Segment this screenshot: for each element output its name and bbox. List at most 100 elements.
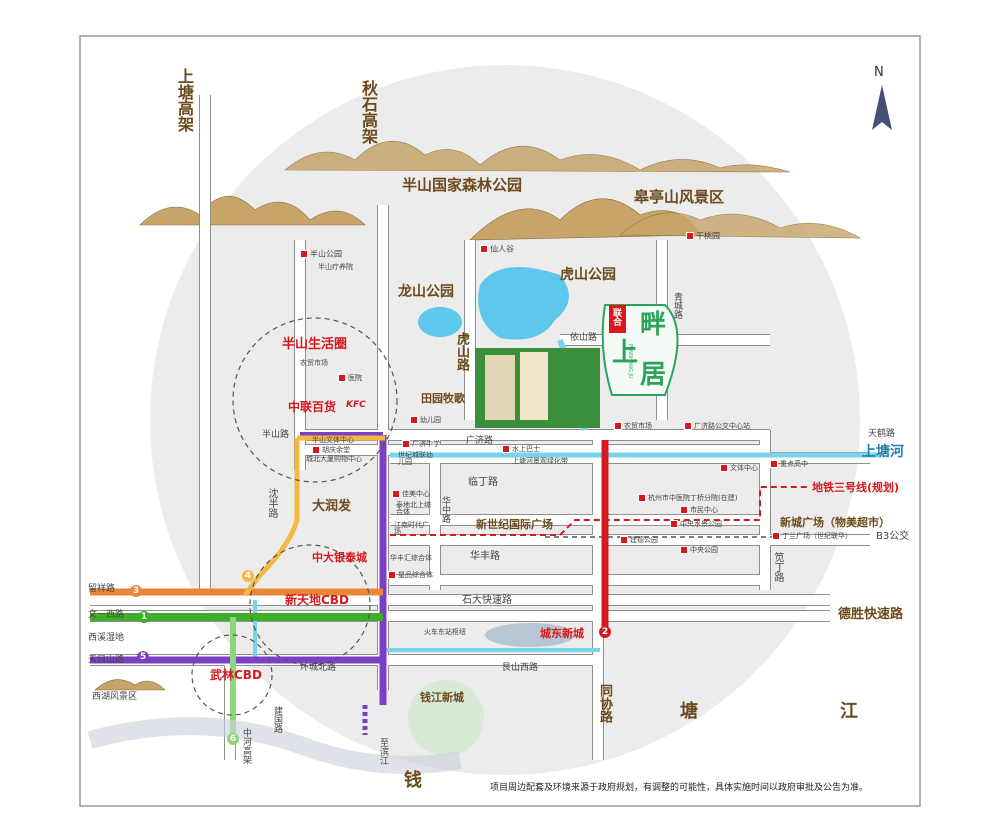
road-label-shangtang: 上塘高架 xyxy=(175,68,194,132)
banshan-life-circle xyxy=(232,317,398,483)
park-hushan: 虎山公园 xyxy=(560,267,616,283)
road-label-qiushi: 秋石高架 xyxy=(359,80,378,144)
poi-xianrengu: 仙人谷 xyxy=(480,245,514,254)
road-label-liuxiang: 留祥路 xyxy=(88,584,116,594)
poi-wenti: 半山文体中心 xyxy=(312,436,354,444)
river-qian: 钱 xyxy=(404,770,422,791)
area-huochezhan: 火车东站枢纽 xyxy=(424,628,466,636)
brand-name-2: 上 xyxy=(612,338,639,368)
poi-chenghua: 城北大厦购物中心 xyxy=(306,455,362,463)
metro-badge-1: 1 xyxy=(138,611,150,623)
poi-hutao: 胡庆余堂 xyxy=(312,446,350,454)
river-shangtang: 上塘河 xyxy=(862,444,904,460)
road-label-genshan: 艮山西路 xyxy=(502,663,539,673)
poi-jiankang: 建德公园 xyxy=(620,536,658,544)
road-label-huancheng: 环城北路 xyxy=(300,663,337,673)
brand-tag: 联合 xyxy=(611,308,621,326)
area-chengdong: 城东新城 xyxy=(540,627,584,640)
river-jiang: 江 xyxy=(840,701,858,722)
poi-hospital: 医院 xyxy=(338,374,362,382)
poi-xingpin: 星品综合体 xyxy=(388,571,433,579)
road-label-xixi: 西溪湿地 xyxy=(88,633,125,643)
road-label-tongxie: 同协路 xyxy=(597,684,612,723)
poi-shimin2: 市民中心 xyxy=(680,506,718,514)
tiger-lake xyxy=(478,267,569,340)
road-label-b3: B3公交 xyxy=(876,531,910,542)
road-label-desheng: 德胜快速路 xyxy=(838,607,904,622)
area-banshan-life: 半山生活圈 xyxy=(282,337,348,352)
metro-badge-4: 4 xyxy=(242,570,254,582)
poi-youer: 幼儿园 xyxy=(410,416,441,424)
poi-banshan-park: 半山公园 xyxy=(300,250,342,259)
poi-zhongyang2: 中央公园 xyxy=(680,546,718,554)
poi-huafeng-zh: 华丰汇综合体 xyxy=(390,554,432,562)
road-label-lindin: 临丁路 xyxy=(468,477,498,488)
park-xihu: 西湖风景区 xyxy=(92,692,138,702)
qianjiang-circle xyxy=(408,680,484,756)
poi-zhongdian: 重点高中 xyxy=(770,460,808,468)
road-label-zhonghe: 中河高架 xyxy=(241,728,251,764)
metro-line-4 xyxy=(243,438,300,597)
brand-en: PANSHANG JU xyxy=(627,344,633,379)
poi-zhongyang: 中央水景公园 xyxy=(670,520,722,528)
area-metro3: 地铁三号线(规划) xyxy=(812,481,900,494)
road-label-guangji: 广济路 xyxy=(466,436,494,446)
road-label-hushan: 虎山路 xyxy=(454,332,469,371)
area-zhonglian: 中联百货 xyxy=(288,400,337,414)
dragon-lake xyxy=(418,307,462,337)
park-tianyuan: 田园牧歌 xyxy=(421,392,465,405)
poi-wenti2: 文体中心 xyxy=(720,464,758,472)
poi-nongmao: 农贸市场 xyxy=(300,359,328,367)
brand-name-1: 畔 xyxy=(640,310,667,340)
brand-name-3: 居 xyxy=(640,360,667,390)
road-label-shida: 石大快速路 xyxy=(462,595,512,606)
river-tang: 塘 xyxy=(680,701,698,722)
footnote: 项目周边配套及环境来源于政府规划，有调整的可能性，具体实施时间以政府审批及公告为… xyxy=(490,783,869,793)
poi-kfc: KFC xyxy=(346,400,366,410)
poi-nongmao2: 农贸市场 xyxy=(614,422,652,430)
park-longshan: 龙山公园 xyxy=(398,284,454,300)
metro-line-3-planned xyxy=(390,486,810,536)
poi-taidi: 泰地北上综合体 xyxy=(396,501,431,516)
poi-jiangnan: 江南时代广场 xyxy=(394,521,429,536)
poi-jiamei: 佳美中心 xyxy=(392,490,430,498)
area-wulin: 武林CBD xyxy=(210,668,262,682)
area-darunfa: 大润发 xyxy=(312,499,352,514)
road-label-jianguo: 建国路 xyxy=(272,706,282,733)
poi-guangji-zx: 广济中学 xyxy=(402,440,440,448)
poi-shangtang-green: 上塘河景观绿化带 xyxy=(512,457,568,465)
road-label-huafeng: 华丰路 xyxy=(470,551,500,562)
area-xincheng: 新城广场（物美超市） xyxy=(780,516,890,529)
poi-guangji-bus: 广济路公交中心站 xyxy=(684,422,750,430)
poi-dinglan: 丁兰广场（世纪联华） xyxy=(772,532,852,540)
road-label-yishan: 依山路 xyxy=(570,333,598,343)
poi-shiji-youer: 世纪城联幼儿园 xyxy=(398,451,433,466)
road-label-banshan: 半山路 xyxy=(262,430,290,440)
metro-badge-6: 6 xyxy=(227,733,239,745)
poi-shuishang: 水上巴士 xyxy=(502,445,540,453)
road-label-dingqiao: 笕丁路 xyxy=(772,552,783,582)
poi-banshan-hotel: 半山疗养院 xyxy=(318,263,353,271)
metro-badge-3: 3 xyxy=(130,585,142,597)
compass-icon xyxy=(872,85,892,130)
compass-label: N xyxy=(874,65,884,80)
area-xintiandi: 新天地CBD xyxy=(285,593,349,607)
road-label-huazhong: 华中路 xyxy=(440,496,450,523)
poi-gantaoyuan: 干桃园 xyxy=(686,232,720,241)
road-label-tianhe: 天鹤路 xyxy=(868,429,896,439)
park-banshan-forest: 半山国家森林公园 xyxy=(402,176,523,194)
mountain-range xyxy=(94,140,862,691)
park-gaoting: 皋亭山风景区 xyxy=(634,188,725,206)
area-xinshiji: 新世纪国际广场 xyxy=(476,518,553,531)
road-label-zhibinjiang: 至滨江 xyxy=(378,738,388,765)
road-label-qingcheng: 青城路 xyxy=(672,292,682,319)
area-zhongda: 中大银泰城 xyxy=(312,551,367,564)
road-label-shenban: 沈半路 xyxy=(266,488,277,518)
road-label-wenyi: 文一西路 xyxy=(88,610,125,620)
metro-badge-5: 5 xyxy=(137,651,149,663)
metro-badge-2: 2 xyxy=(599,626,611,638)
area-qianjiang: 钱江新城 xyxy=(420,691,464,704)
poi-shimin: 杭州市中医院丁桥分院(在建) xyxy=(638,494,737,502)
